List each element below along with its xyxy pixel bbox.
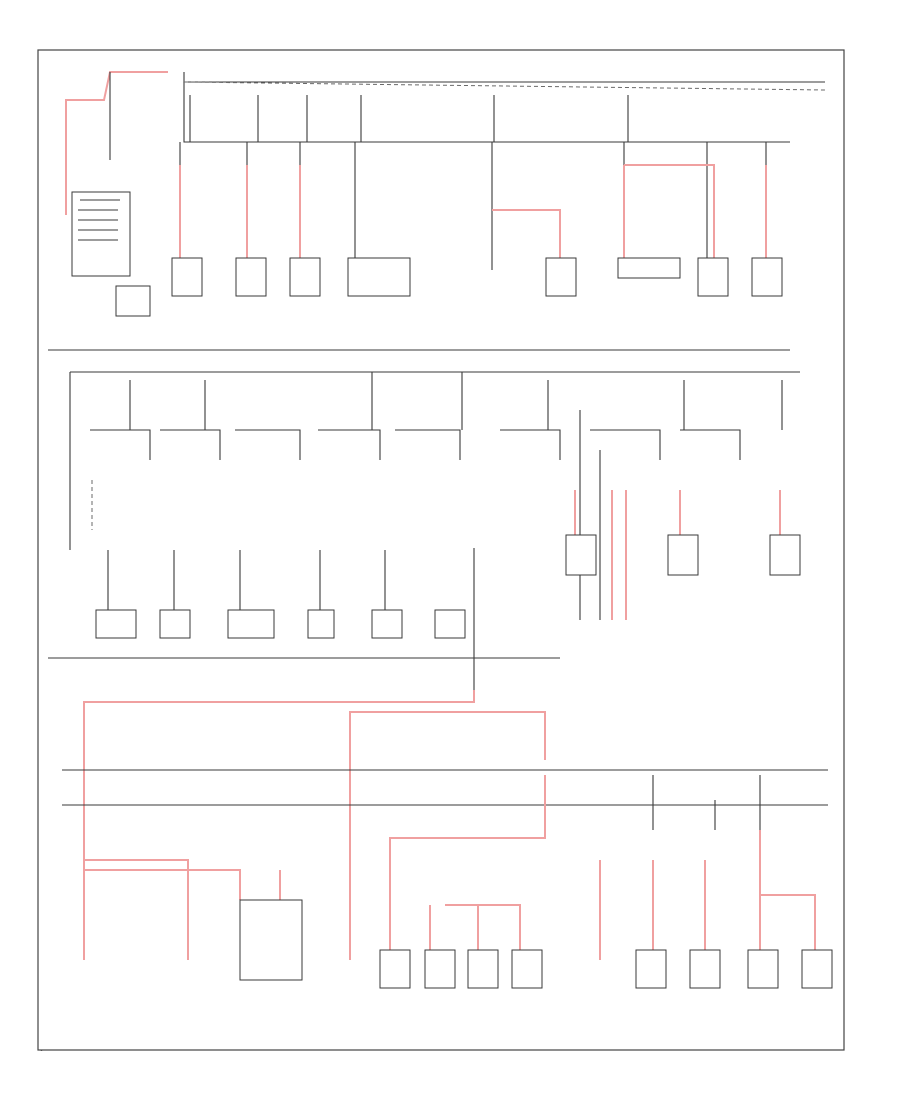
battery-icon — [71, 191, 131, 277]
middle-section — [48, 371, 801, 690]
diagram-frame — [37, 49, 845, 1051]
top-components — [171, 257, 783, 297]
bottom-section — [62, 690, 833, 989]
fuse-drops — [179, 95, 767, 270]
corner-label: ~ — [40, 1048, 43, 1053]
top-section — [48, 71, 826, 351]
starter-block — [115, 285, 151, 317]
